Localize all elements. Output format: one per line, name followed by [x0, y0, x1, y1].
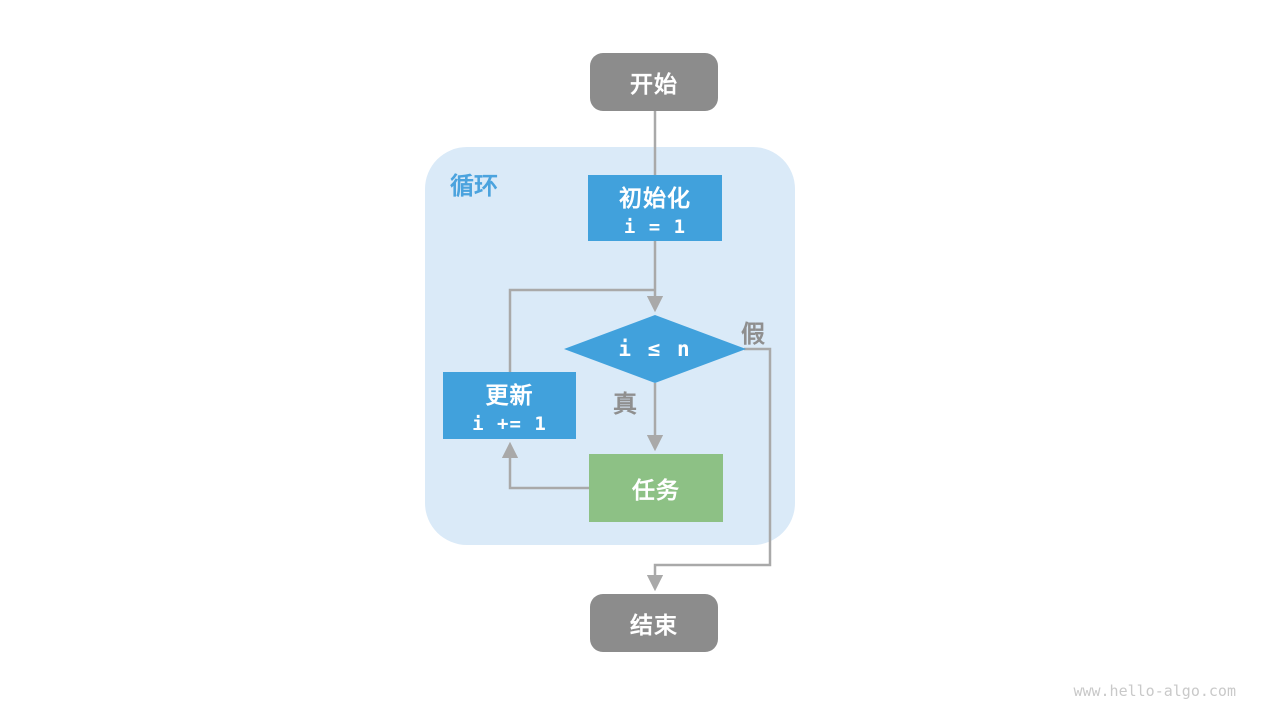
end-node-label: 结束 [630, 612, 678, 638]
edge-task-to-update [501, 441, 589, 490]
task-node: 任务 [589, 454, 723, 522]
init-node-code: i = 1 [623, 215, 687, 238]
update-node-title: 更新 [485, 382, 534, 408]
watermark-text: www.hello-algo.com [1073, 682, 1236, 700]
start-node: 开始 [590, 53, 718, 111]
update-node: 更新 i += 1 [443, 372, 576, 439]
init-node-title: 初始化 [619, 184, 691, 211]
condition-node-code: i ≤ n [618, 337, 692, 361]
start-node-label: 开始 [630, 71, 678, 97]
end-node: 结束 [590, 594, 718, 652]
update-node-code: i += 1 [472, 413, 547, 435]
true-branch-label: 真 [613, 391, 637, 418]
edge-update-to-junction [508, 288, 655, 373]
loop-region-label: 循环 [450, 173, 498, 200]
init-node: 初始化 i = 1 [588, 175, 722, 241]
edge-condition-to-end [646, 347, 772, 592]
task-node-label: 任务 [632, 477, 680, 503]
condition-diamond [564, 315, 746, 383]
false-branch-label: 假 [741, 321, 765, 348]
